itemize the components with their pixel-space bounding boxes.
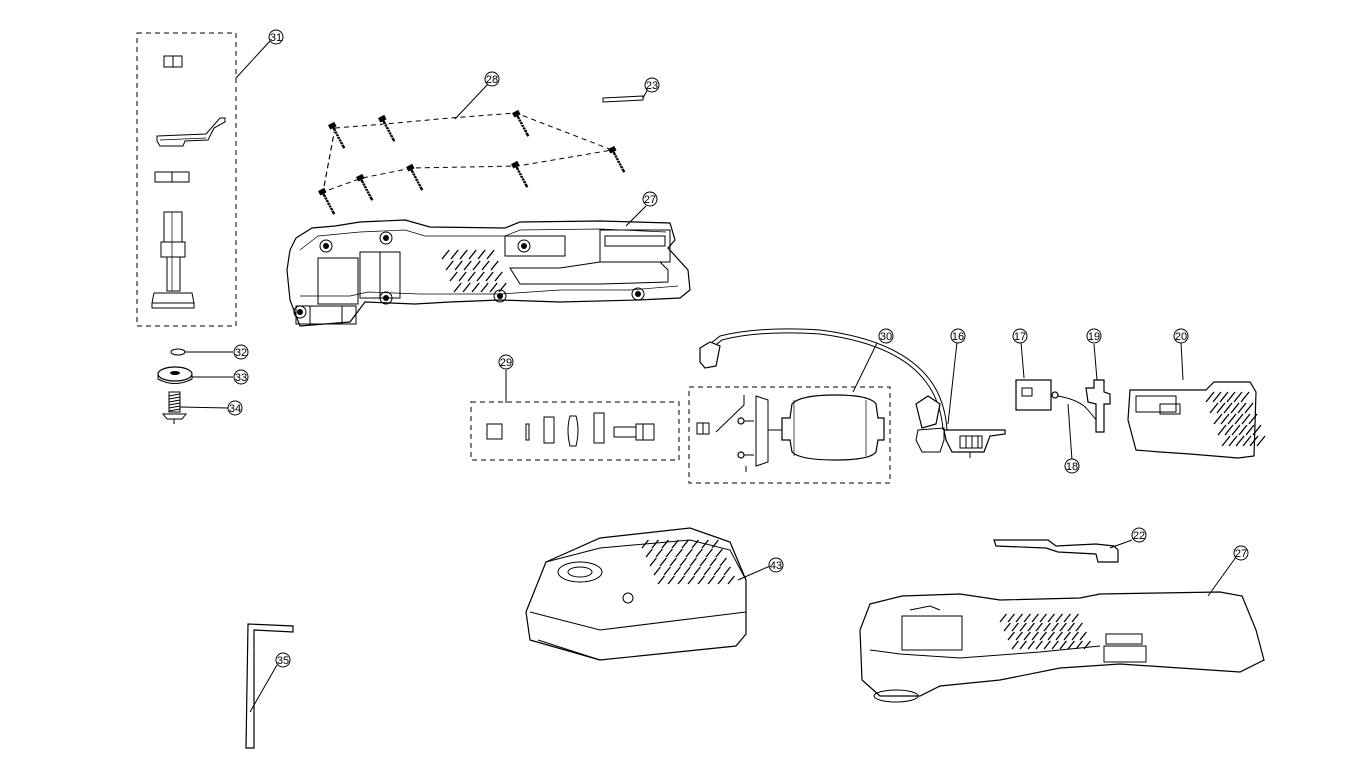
svg-text:22: 22 bbox=[1133, 530, 1145, 542]
svg-text:34: 34 bbox=[229, 403, 241, 415]
part-group-31 bbox=[136, 32, 271, 327]
svg-text:27: 27 bbox=[644, 194, 656, 206]
part-32-washer bbox=[170, 348, 233, 356]
svg-text:43: 43 bbox=[770, 560, 782, 572]
callout-35: 35 bbox=[275, 652, 291, 668]
part-19-bracket bbox=[1085, 343, 1111, 433]
screw-boss-1 bbox=[319, 239, 333, 253]
screw-boss-6 bbox=[493, 289, 507, 303]
svg-text:16: 16 bbox=[952, 331, 964, 343]
svg-text:32: 32 bbox=[235, 347, 247, 359]
screw-boss-3 bbox=[517, 239, 531, 253]
callout-32: 32 bbox=[233, 344, 249, 360]
callout-23: 23 bbox=[644, 77, 660, 93]
callout-22: 22 bbox=[1131, 527, 1147, 543]
svg-text:27: 27 bbox=[1235, 548, 1247, 560]
part-17-block bbox=[1015, 341, 1052, 411]
screw-3 bbox=[512, 109, 530, 137]
part-34-bolt bbox=[161, 391, 229, 424]
callout-43: 43 bbox=[768, 557, 784, 573]
svg-text:20: 20 bbox=[1175, 331, 1187, 343]
screw-1 bbox=[328, 121, 346, 149]
part-16-switch bbox=[915, 341, 1006, 458]
screw-2 bbox=[378, 114, 396, 142]
callout-17: 17 bbox=[1012, 328, 1028, 344]
part-43-charger bbox=[525, 527, 771, 661]
part-33-flange bbox=[157, 366, 233, 384]
screw-boss-7 bbox=[631, 287, 645, 301]
callout-20: 20 bbox=[1173, 328, 1189, 344]
screw-7 bbox=[406, 163, 424, 191]
callout-31: 31 bbox=[268, 29, 284, 45]
callout-16: 16 bbox=[950, 328, 966, 344]
part-group-28-screws bbox=[318, 83, 626, 215]
svg-text:30: 30 bbox=[880, 331, 892, 343]
screw-boss-2 bbox=[379, 231, 393, 245]
part-27-housing-half bbox=[286, 205, 691, 327]
part-23-strip bbox=[602, 88, 649, 103]
callout-30: 30 bbox=[878, 328, 894, 344]
callout-19: 19 bbox=[1086, 328, 1102, 344]
svg-text:29: 29 bbox=[500, 357, 512, 369]
svg-text:33: 33 bbox=[235, 372, 247, 384]
svg-text:18: 18 bbox=[1066, 461, 1078, 473]
screw-8 bbox=[511, 160, 529, 188]
callout-33: 33 bbox=[233, 369, 249, 385]
part-27-tool-body bbox=[859, 556, 1265, 703]
svg-text:28: 28 bbox=[486, 74, 498, 86]
part-35-hex-key bbox=[245, 623, 294, 749]
callout-27-bottom: 27 bbox=[1233, 545, 1249, 561]
screw-6 bbox=[356, 173, 374, 201]
callout-18: 18 bbox=[1064, 458, 1080, 474]
svg-text:23: 23 bbox=[646, 80, 658, 92]
screw-5 bbox=[318, 187, 336, 215]
part-group-30-motor bbox=[688, 328, 948, 484]
svg-text:17: 17 bbox=[1014, 331, 1026, 343]
svg-text:19: 19 bbox=[1088, 331, 1100, 343]
svg-text:31: 31 bbox=[270, 32, 282, 44]
callout-29: 29 bbox=[498, 354, 514, 370]
part-20-housing-rear bbox=[1127, 341, 1266, 459]
callout-34: 34 bbox=[227, 400, 243, 416]
screw-boss-5 bbox=[379, 291, 393, 305]
callout-27-top: 27 bbox=[642, 191, 658, 207]
callout-28: 28 bbox=[484, 71, 500, 87]
part-group-29 bbox=[470, 370, 680, 461]
svg-text:35: 35 bbox=[277, 655, 289, 667]
part-22-plate bbox=[993, 539, 1133, 563]
screw-4 bbox=[608, 145, 626, 173]
